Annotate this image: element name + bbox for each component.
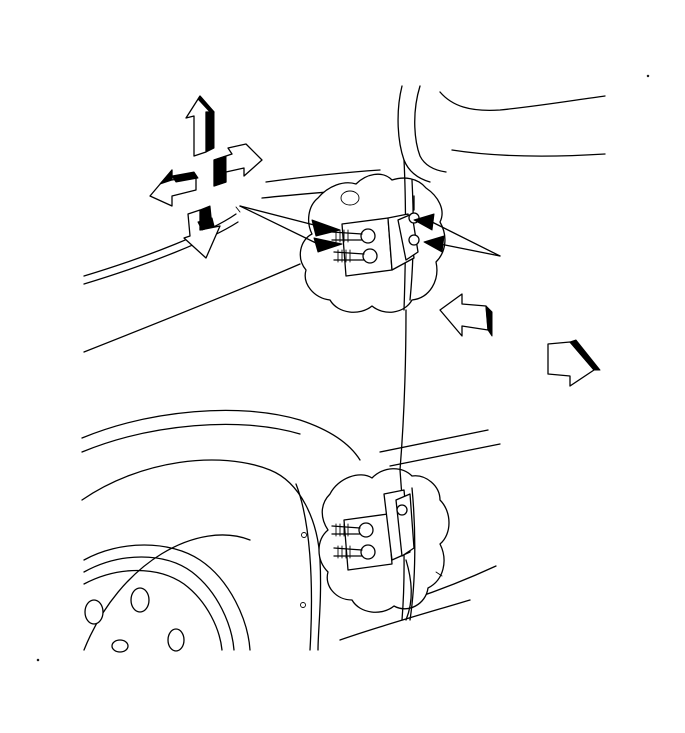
bolt-callouts [239, 205, 501, 257]
lower-hinge-detail [318, 468, 450, 621]
upper-body-panel [83, 85, 606, 353]
pointer-arrow [313, 237, 343, 253]
door-hinge-bolt [408, 234, 420, 246]
lower-hinge-bolt [360, 544, 376, 560]
upper-hinge-knuckle [397, 213, 419, 261]
door-edge-line [399, 309, 407, 471]
upper-hinge-bolt [360, 228, 376, 244]
view-arrow-icon [439, 293, 493, 337]
pointer-arrow [311, 219, 341, 237]
wheel-lug-hole [167, 628, 185, 652]
wheel [83, 544, 251, 653]
upper-hinge-bracket [341, 217, 393, 277]
upper-hinge-detail [299, 159, 446, 313]
wheel-arch [81, 459, 322, 651]
pointer-arrow [413, 213, 435, 231]
arrow-up-icon [185, 95, 215, 157]
upper-hinge-bolt [362, 248, 378, 264]
door-hinge-bolt [396, 504, 408, 516]
arrow-down-icon [183, 205, 221, 259]
body-bolt-hole [340, 190, 360, 206]
wheel-lug-hole [130, 587, 150, 613]
lower-hinge-bracket [343, 513, 393, 571]
lower-body-panel [81, 409, 501, 651]
pointer-arrow [423, 235, 445, 253]
wheel-lug-hole [84, 599, 104, 625]
lower-hinge-bolt [358, 522, 374, 538]
arrow-out-icon [149, 169, 199, 207]
wheel-lug-hole [111, 639, 129, 653]
arrow-in-icon [213, 143, 263, 187]
adjustment-arrows [149, 95, 263, 259]
view-arrow-icon [547, 339, 601, 387]
